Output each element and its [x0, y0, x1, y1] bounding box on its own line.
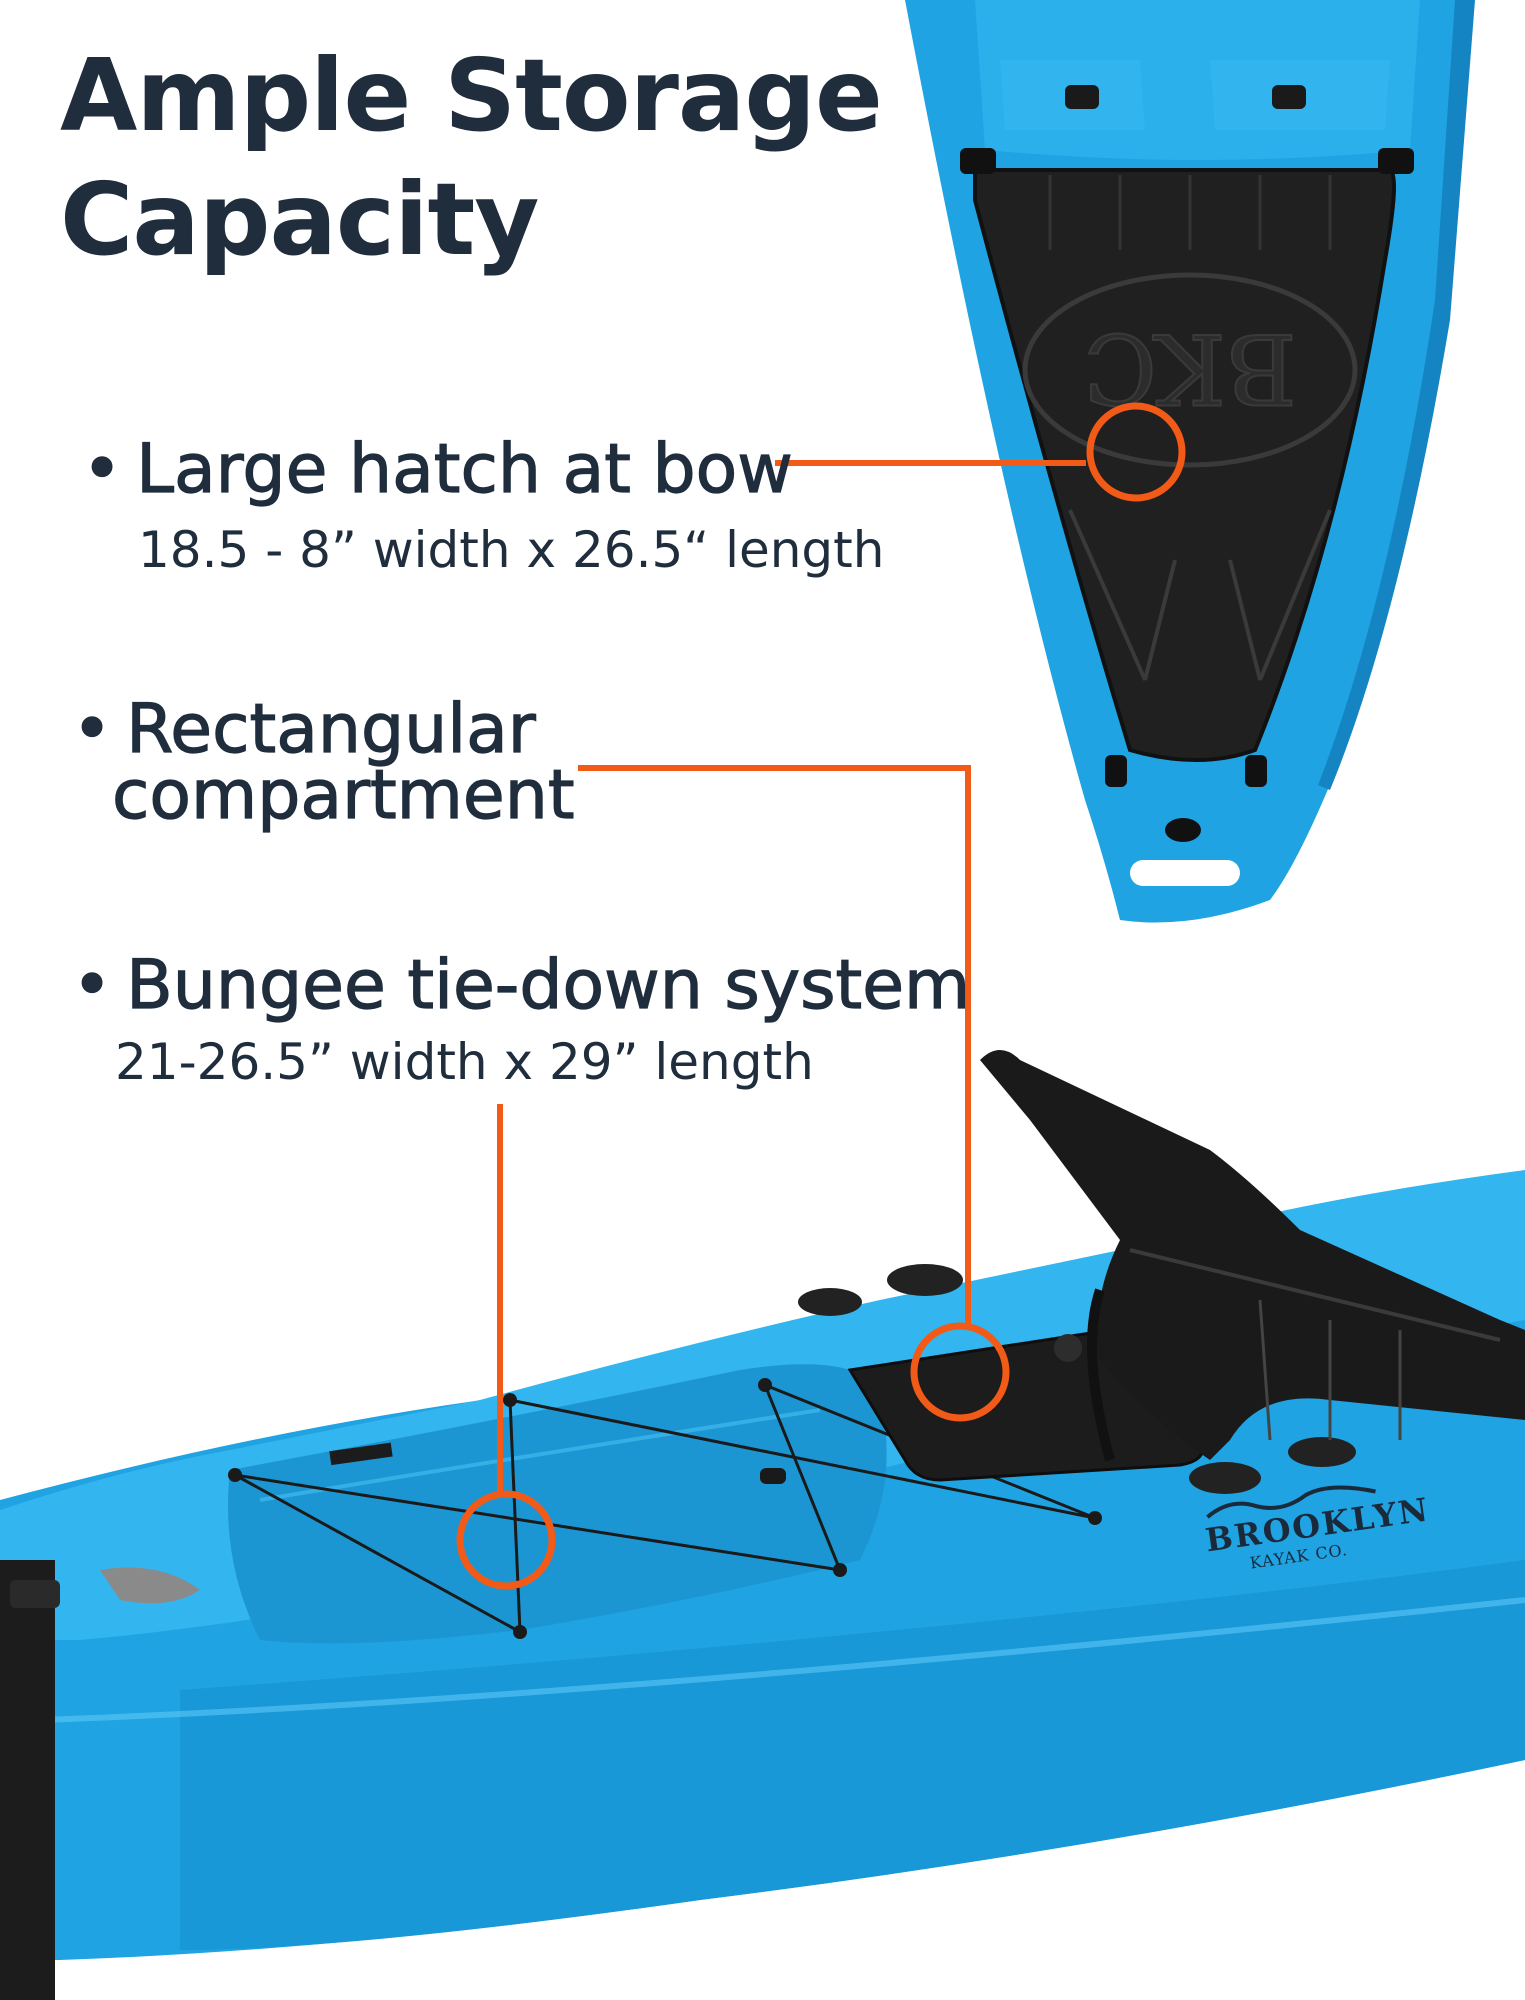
- bullet-icon: •: [81, 430, 123, 509]
- page-title-line-1: Ample Storage: [60, 37, 883, 154]
- tank-well: [228, 1364, 887, 1644]
- kayak-bow-top-view: BKC: [905, 0, 1475, 923]
- callout-bungee: [456, 1104, 556, 1590]
- feature-title: •Rectangular: [71, 695, 536, 764]
- callout-bow-hatch: [775, 402, 1186, 502]
- feature-dimensions: 18.5 - 8” width x 26.5“ length: [138, 521, 885, 579]
- wave-logo-icon: [1206, 1485, 1376, 1519]
- seat-icon: [980, 1050, 1525, 1462]
- brand-logo: BROOKLYN KAYAK CO.: [1200, 1475, 1432, 1578]
- feature-title-text: Large hatch at bow: [136, 430, 794, 509]
- svg-text:BKC: BKC: [1083, 312, 1296, 424]
- feature-title: •Bungee tie-down system: [71, 951, 970, 1020]
- kayak-side-view: [0, 1050, 1525, 2000]
- feature-title-text: Bungee tie-down system: [126, 946, 971, 1025]
- feature-title-line-2: compartment: [111, 756, 575, 835]
- bullet-icon: •: [71, 690, 113, 769]
- bullet-icon: •: [71, 946, 113, 1025]
- feature-dimensions: 21-26.5” width x 29” length: [115, 1033, 814, 1091]
- feature-title: •Large hatch at bow: [81, 435, 793, 504]
- page-title: Ample Storage Capacity: [60, 34, 883, 282]
- feature-title-text: Rectangular: [126, 690, 537, 769]
- bkc-emblem-icon: BKC: [1022, 272, 1358, 468]
- callout-compartment: [578, 765, 1010, 1422]
- page-title-line-2: Capacity: [60, 161, 539, 278]
